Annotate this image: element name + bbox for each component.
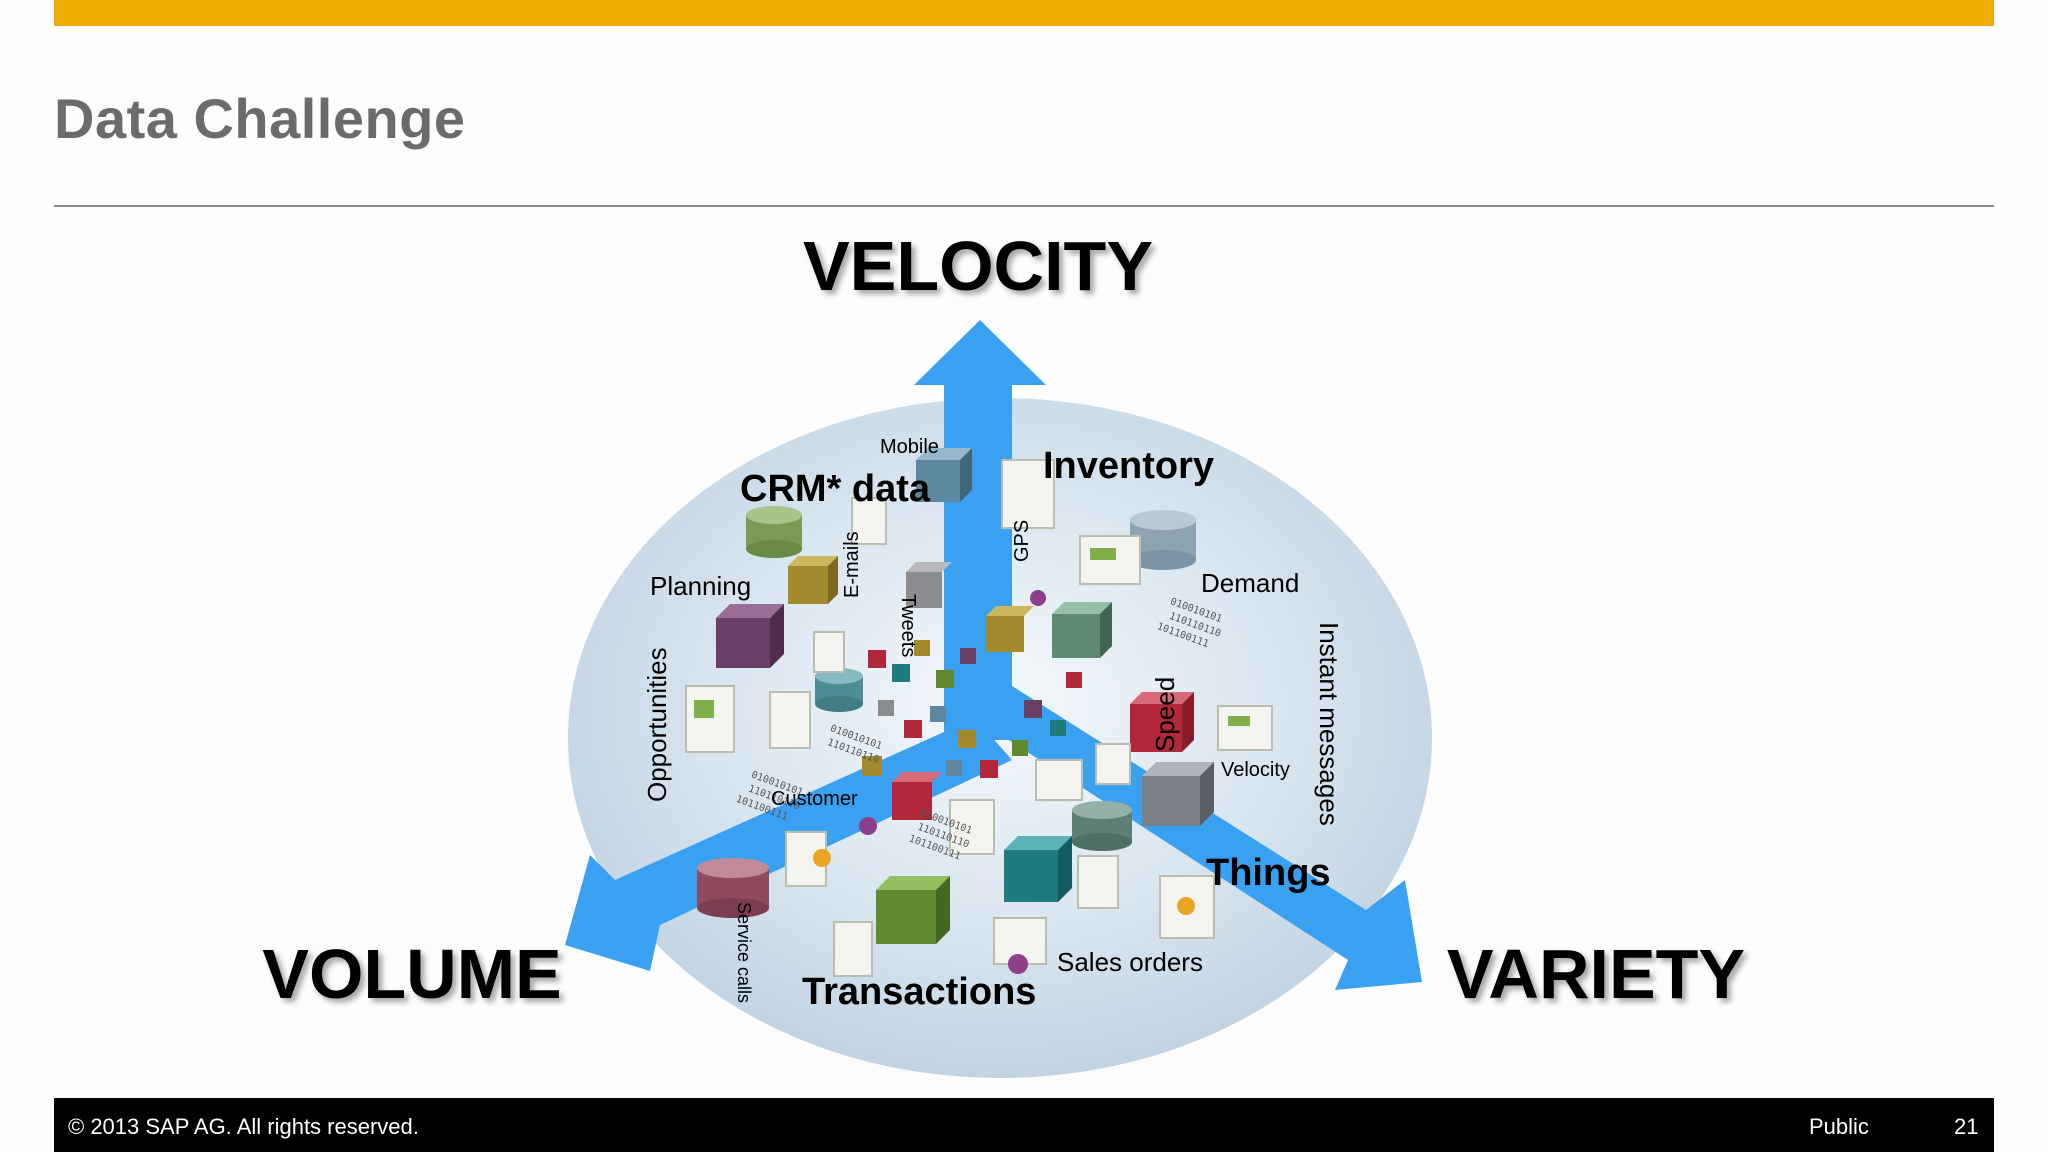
label-speed: Speed xyxy=(1150,677,1180,752)
slide-footer: © 2013 SAP AG. All rights reserved. Publ… xyxy=(54,1098,1994,1152)
label-velocity-small: Velocity xyxy=(1221,759,1290,781)
document-icon xyxy=(1035,759,1083,801)
title-divider xyxy=(54,205,1994,207)
label-mobile: Mobile xyxy=(880,436,939,458)
cube-icon xyxy=(716,604,784,668)
axis-label-volume: VOLUME xyxy=(262,935,561,1013)
database-icon xyxy=(697,858,769,918)
database-icon xyxy=(815,668,863,712)
cube-icon xyxy=(916,448,972,502)
slide-title: Data Challenge xyxy=(54,87,466,150)
database-icon xyxy=(746,506,802,558)
label-crm-data: CRM* data xyxy=(740,468,931,510)
top-accent-bar xyxy=(54,0,1994,26)
variety-arrow xyxy=(975,686,1422,990)
label-customer: Customer xyxy=(771,788,858,810)
media-accents-orange xyxy=(813,849,1195,915)
cube-icon xyxy=(986,606,1034,652)
axis-label-variety: VARIETY xyxy=(1447,935,1745,1013)
mini-cubes xyxy=(862,640,1082,778)
copyright-text: © 2013 SAP AG. All rights reserved. xyxy=(68,1114,419,1139)
document-icon xyxy=(1001,459,1055,529)
label-inventory: Inventory xyxy=(1043,445,1214,487)
label-transactions: Transactions xyxy=(802,971,1036,1013)
label-planning: Planning xyxy=(650,571,751,601)
label-things: Things xyxy=(1206,852,1331,894)
cube-icon xyxy=(1052,602,1112,658)
classification-label: Public xyxy=(1809,1114,1869,1139)
cube-icon xyxy=(906,562,952,608)
label-service-calls: Service calls xyxy=(734,902,754,1003)
label-opportunities: Opportunities xyxy=(642,647,672,802)
document-icon xyxy=(1077,855,1119,909)
cube-icon xyxy=(876,876,950,944)
document-icon xyxy=(685,685,735,753)
page-number: 21 xyxy=(1954,1114,1979,1139)
label-demand: Demand xyxy=(1201,568,1299,598)
cube-icon xyxy=(788,556,838,604)
document-icons xyxy=(685,459,1273,977)
document-icon xyxy=(813,631,845,673)
document-icon xyxy=(833,921,873,977)
media-accents xyxy=(859,590,1046,974)
label-instant-messages: Instant messages xyxy=(1314,622,1344,826)
axis-label-velocity: VELOCITY xyxy=(803,227,1153,305)
cube-icon xyxy=(892,772,942,820)
velocity-arrow xyxy=(914,320,1046,740)
cube-icon xyxy=(1130,692,1194,752)
document-icon xyxy=(1217,705,1273,751)
cube-icon xyxy=(1004,836,1072,902)
label-gps: GPS xyxy=(1011,520,1033,562)
cube-icon xyxy=(1142,762,1214,826)
label-emails: E-mails xyxy=(841,531,863,598)
document-icon xyxy=(769,691,811,749)
document-icon xyxy=(851,497,887,545)
document-accents xyxy=(694,548,1250,726)
document-icon xyxy=(1095,743,1131,785)
label-tweets: Tweets xyxy=(897,594,919,657)
label-sales-orders: Sales orders xyxy=(1057,947,1203,977)
data-object-cluster xyxy=(685,448,1273,977)
database-icon xyxy=(1072,801,1132,851)
document-icon xyxy=(949,799,995,855)
